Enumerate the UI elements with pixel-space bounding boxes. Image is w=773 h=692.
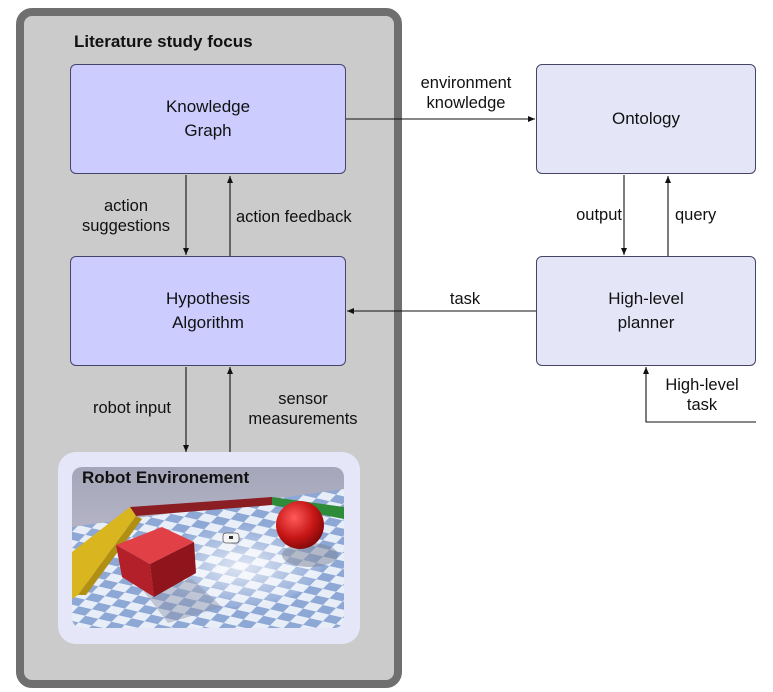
focus-panel-title: Literature study focus [74,32,253,51]
back-wall [130,497,272,516]
label-high-level-task: High-level task [665,376,739,414]
label-query: query [675,206,717,224]
label-robot-input: robot input [93,399,171,417]
label-environment-knowledge: environment knowledge [420,74,512,112]
hypothesis-algorithm-node: Hypothesis Algorithm [70,256,346,366]
robot-environment-scene [72,467,344,628]
label-task: task [449,290,481,308]
red-cube [116,527,194,564]
robot-environment-title: Robot Environement [82,468,250,487]
knowledge-graph-node: Knowledge Graph [70,64,346,174]
yellow-wall [72,507,136,599]
label-action-feedback: action feedback [236,208,352,226]
ontology-node: Ontology [536,64,756,174]
label-sensor-measurements: sensor measurements [248,390,358,428]
red-ball [276,501,324,549]
high-level-planner-node: High-level planner [536,256,756,366]
label-output: output [576,206,622,224]
label-action-suggestions: action suggestions [81,197,171,235]
